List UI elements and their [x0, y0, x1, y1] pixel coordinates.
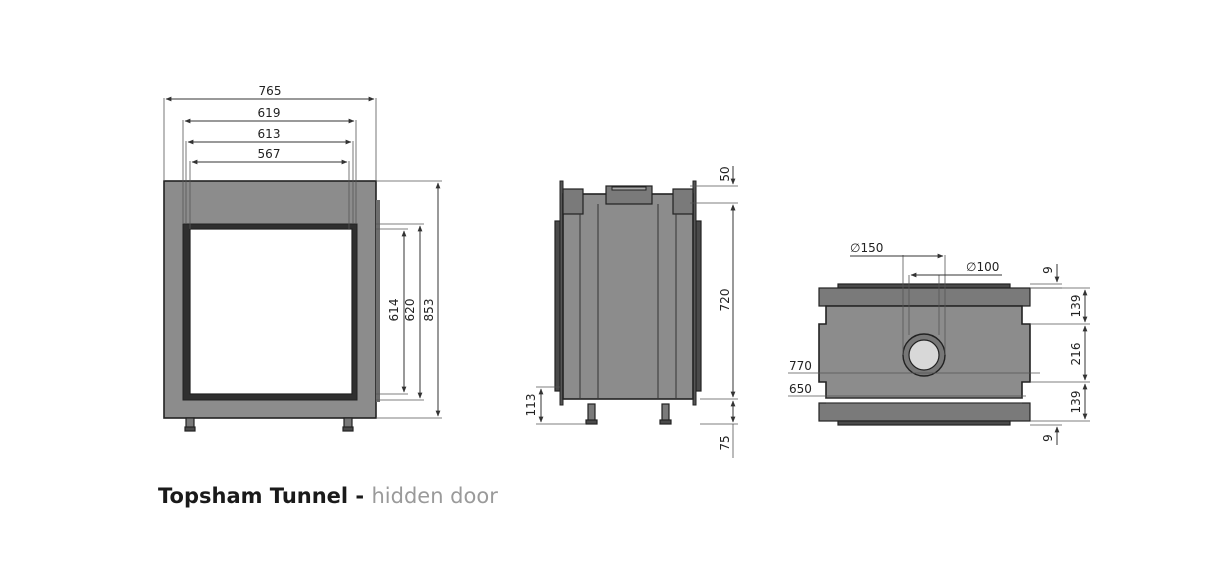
product-variant: hidden door	[371, 484, 498, 508]
dim-rim-bottom-9: 9	[1041, 434, 1055, 442]
side-leg-right	[661, 403, 670, 423]
caption-separator: -	[348, 484, 372, 508]
front-side-panel	[376, 200, 380, 402]
side-top-flange-right	[672, 188, 694, 215]
top-flange-lower	[818, 402, 1031, 422]
dim-619: 619	[258, 106, 281, 120]
dim-flue-100: ∅100	[966, 260, 999, 274]
side-plate-left	[554, 220, 561, 392]
dim-75: 75	[718, 435, 732, 450]
dim-613: 613	[258, 127, 281, 141]
top-rim-upper	[837, 283, 1011, 289]
dim-depth-770: 770	[789, 359, 812, 373]
dim-853: 853	[422, 299, 436, 322]
dim-center-216: 216	[1069, 343, 1083, 366]
product-model-name: Topsham Tunnel	[158, 484, 349, 508]
front-glass-opening	[189, 228, 353, 395]
dim-113: 113	[524, 394, 538, 417]
dim-567: 567	[258, 147, 281, 161]
side-top-flange-left	[562, 188, 584, 215]
dim-614: 614	[387, 299, 401, 322]
dim-720: 720	[718, 289, 732, 312]
flue-inner	[908, 339, 940, 371]
top-view: ∅150 ∅100 9 139 216 139 9 770 650	[788, 241, 1090, 445]
side-body	[562, 193, 694, 400]
front-foot-right	[342, 426, 354, 432]
dim-765: 765	[259, 84, 282, 98]
dim-rim-top-9: 9	[1041, 266, 1055, 274]
front-foot-left	[184, 426, 196, 432]
front-view: 765 619 613 567 614 620 853	[163, 84, 442, 432]
side-leg-left	[587, 403, 596, 423]
dim-50: 50	[718, 166, 732, 181]
dim-flue-150: ∅150	[850, 241, 883, 255]
dim-620: 620	[403, 299, 417, 322]
dim-flange-bottom-139: 139	[1069, 391, 1083, 414]
dim-flange-top-139: 139	[1069, 295, 1083, 318]
side-plate-right	[695, 220, 702, 392]
product-caption: Topsham Tunnel - hidden door	[158, 484, 498, 508]
side-view: 50 720 75 113	[524, 166, 738, 458]
dim-depth-650: 650	[789, 382, 812, 396]
top-rim-lower	[837, 420, 1011, 426]
top-flange-upper	[818, 287, 1031, 307]
